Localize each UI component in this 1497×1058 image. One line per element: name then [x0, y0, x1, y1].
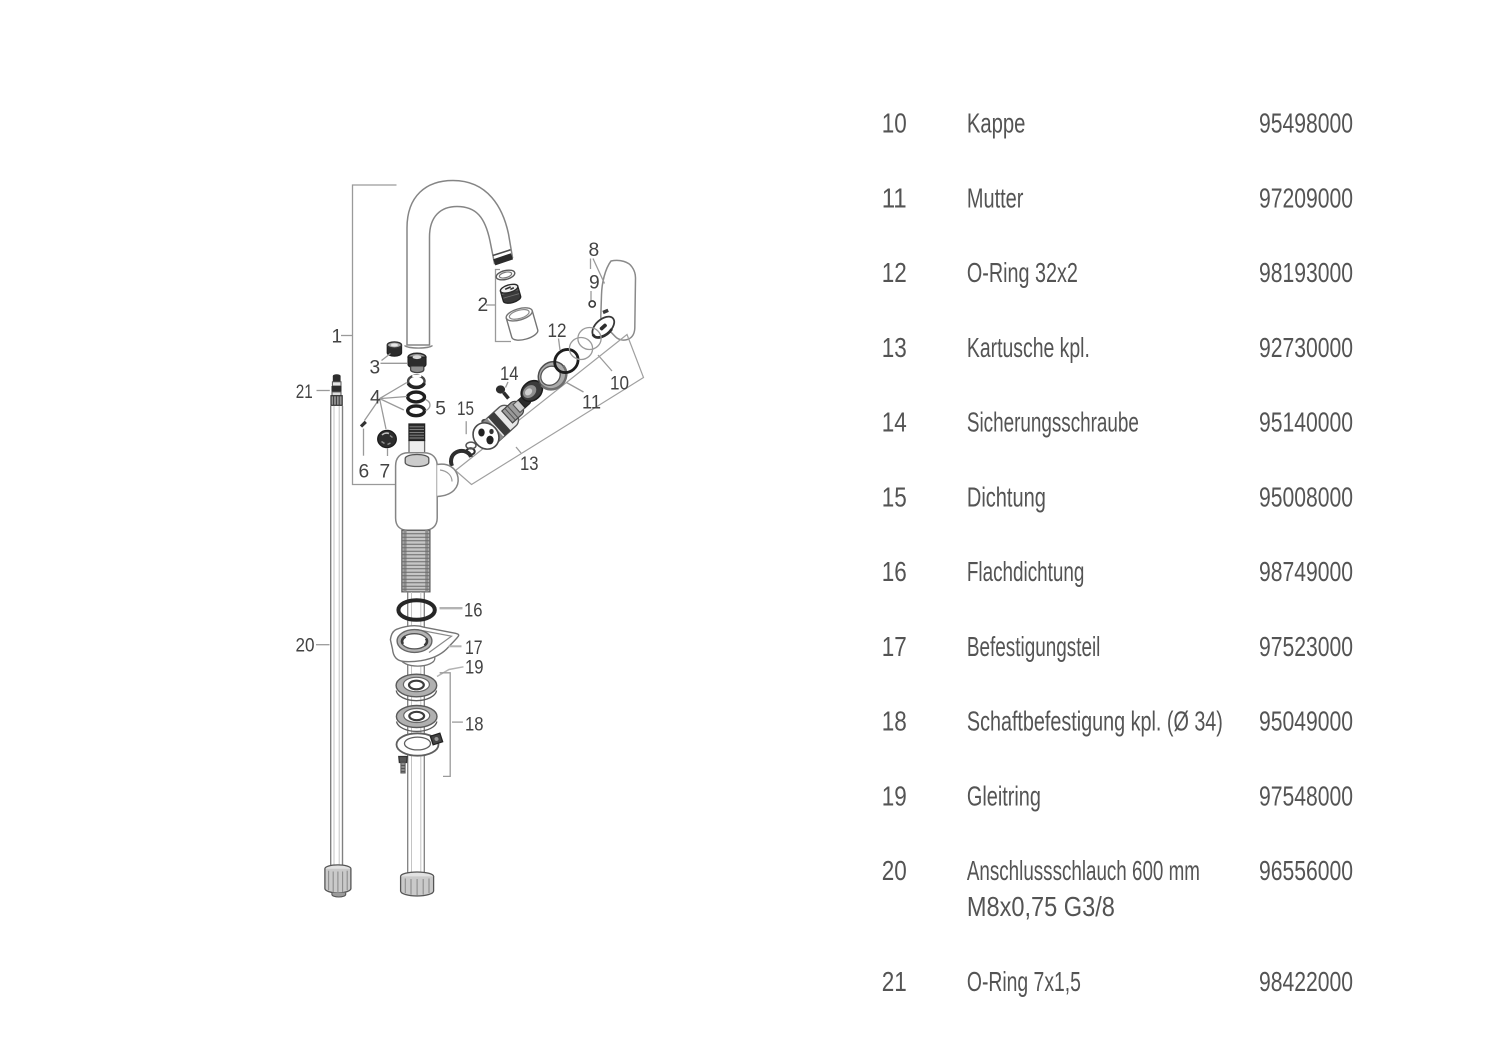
svg-text:Anschlussschlauch 600 mm: Anschlussschlauch 600 mm	[967, 855, 1200, 886]
svg-text:13: 13	[882, 332, 907, 363]
svg-text:3: 3	[370, 358, 381, 379]
svg-text:96556000: 96556000	[1259, 855, 1353, 886]
svg-text:97209000: 97209000	[1259, 182, 1353, 213]
svg-text:Dichtung: Dichtung	[967, 481, 1046, 512]
svg-text:Flachdichtung: Flachdichtung	[967, 556, 1085, 587]
svg-text:14: 14	[500, 364, 519, 385]
svg-text:10: 10	[610, 374, 629, 395]
svg-text:20: 20	[296, 636, 315, 657]
svg-text:O-Ring 32x2: O-Ring 32x2	[967, 257, 1078, 288]
svg-text:Mutter: Mutter	[967, 182, 1024, 213]
svg-text:16: 16	[882, 556, 907, 587]
svg-text:Kappe: Kappe	[967, 108, 1026, 139]
svg-text:98749000: 98749000	[1259, 556, 1353, 587]
svg-text:Gleitring: Gleitring	[967, 780, 1041, 811]
svg-text:Befestigungsteil: Befestigungsteil	[967, 631, 1101, 662]
svg-text:12: 12	[548, 321, 567, 342]
svg-text:92730000: 92730000	[1259, 332, 1353, 363]
svg-text:Schaftbefestigung kpl. (Ø 34): Schaftbefestigung kpl. (Ø 34)	[967, 706, 1223, 737]
svg-text:1: 1	[332, 327, 343, 348]
svg-text:97548000: 97548000	[1259, 780, 1353, 811]
svg-text:O-Ring 7x1,5: O-Ring 7x1,5	[967, 966, 1081, 997]
svg-text:M8x0,75 G3/8: M8x0,75 G3/8	[967, 891, 1115, 922]
svg-text:14: 14	[882, 407, 907, 438]
svg-text:10: 10	[882, 108, 907, 139]
svg-text:8: 8	[589, 240, 600, 261]
svg-text:11: 11	[582, 393, 601, 414]
svg-text:12: 12	[882, 257, 907, 288]
svg-text:95008000: 95008000	[1259, 481, 1353, 512]
svg-text:95049000: 95049000	[1259, 706, 1353, 737]
svg-text:95140000: 95140000	[1259, 407, 1353, 438]
svg-text:19: 19	[465, 657, 484, 678]
svg-text:17: 17	[882, 631, 907, 662]
svg-text:17: 17	[465, 638, 483, 659]
svg-text:4: 4	[370, 387, 381, 408]
svg-text:98422000: 98422000	[1259, 966, 1353, 997]
svg-text:Sicherungsschraube: Sicherungsschraube	[967, 407, 1139, 438]
svg-text:21: 21	[882, 966, 907, 997]
svg-text:15: 15	[882, 481, 907, 512]
svg-text:2: 2	[478, 295, 489, 316]
svg-text:18: 18	[882, 706, 907, 737]
svg-text:97523000: 97523000	[1259, 631, 1353, 662]
svg-text:98193000: 98193000	[1259, 257, 1353, 288]
svg-text:21: 21	[296, 382, 313, 403]
svg-text:11: 11	[882, 182, 907, 213]
svg-text:15: 15	[457, 399, 474, 420]
svg-text:13: 13	[520, 454, 539, 475]
svg-text:6: 6	[359, 462, 370, 483]
svg-text:18: 18	[465, 715, 484, 736]
svg-text:20: 20	[882, 855, 907, 886]
svg-text:95498000: 95498000	[1259, 108, 1353, 139]
svg-text:7: 7	[380, 462, 391, 483]
svg-text:9: 9	[589, 273, 600, 294]
svg-text:5: 5	[435, 399, 446, 420]
svg-text:16: 16	[464, 600, 483, 621]
svg-text:Kartusche kpl.: Kartusche kpl.	[967, 332, 1090, 363]
svg-text:19: 19	[882, 780, 907, 811]
